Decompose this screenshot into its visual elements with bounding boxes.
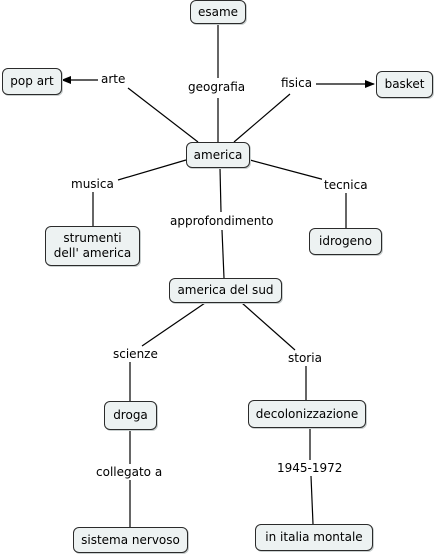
concept-node-basket[interactable]: basket (376, 71, 433, 98)
concept-node-esame[interactable]: esame (190, 0, 246, 24)
edge-approfondimento-americasud (221, 229, 225, 279)
link-label-musica: musica (69, 177, 116, 192)
edge-americasud-storia (241, 302, 296, 351)
edge-america-musica (117, 159, 187, 181)
concept-node-droga[interactable]: droga (104, 401, 157, 430)
link-label-anni: 1945-1972 (275, 461, 345, 476)
concept-node-in-italia-montale[interactable]: in italia montale (255, 524, 373, 551)
edge-america-fisica (233, 93, 291, 143)
concept-node-strumenti[interactable]: strumenti dell' america (45, 226, 140, 266)
concept-node-america-del-sud[interactable]: america del sud (169, 278, 282, 303)
link-label-fisica: fisica (279, 76, 315, 91)
link-label-collegato-a: collegato a (94, 465, 165, 480)
concept-node-idrogeno[interactable]: idrogeno (309, 228, 382, 255)
edge-america-approfondimento (219, 167, 222, 213)
edge-anni-italia (310, 475, 314, 525)
concept-node-pop-art[interactable]: pop art (2, 68, 62, 95)
concept-node-sistema-nervoso[interactable]: sistema nervoso (73, 527, 188, 553)
link-label-storia: storia (286, 351, 324, 366)
link-label-arte: arte (99, 72, 128, 87)
edge-america-tecnica (249, 159, 326, 181)
edge-america-arte (127, 87, 199, 143)
edge-americasud-scienze (141, 302, 206, 347)
link-label-geografia: geografia (186, 80, 248, 95)
link-label-scienze: scienze (111, 347, 160, 362)
link-label-tecnica: tecnica (322, 178, 370, 193)
concept-node-decolonizzazione[interactable]: decolonizzazione (248, 400, 366, 428)
concept-node-america[interactable]: america (186, 142, 250, 168)
link-label-approfondimento: approfondimento (168, 214, 276, 229)
